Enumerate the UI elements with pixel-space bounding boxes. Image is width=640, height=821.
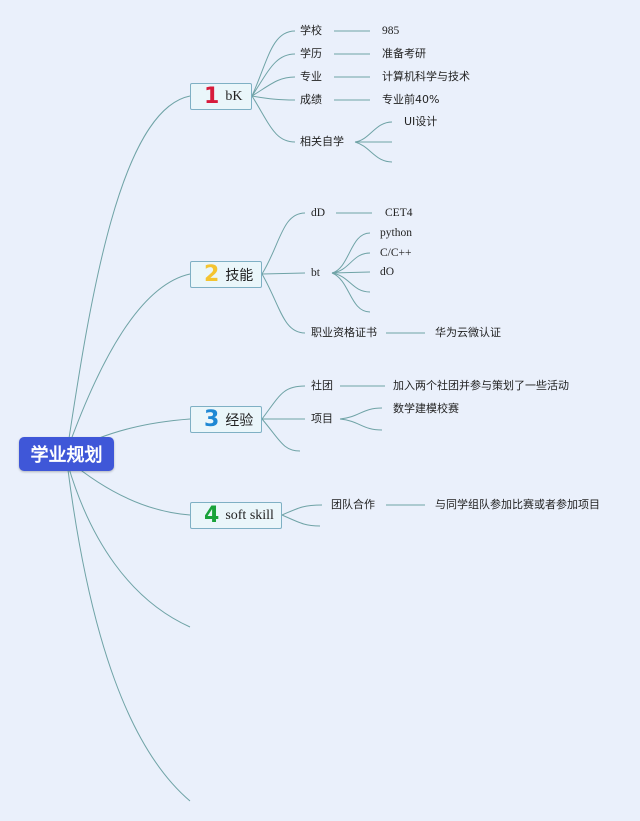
branch-1-item-grade-label[interactable]: 成绩 bbox=[300, 93, 322, 106]
link-b3-proj-1 bbox=[339, 407, 383, 420]
link-b1-selfstudy bbox=[251, 95, 296, 143]
link-b1-grade bbox=[251, 95, 296, 101]
link-b2-bt-2 bbox=[331, 252, 371, 274]
link-b3-proj-2 bbox=[339, 418, 383, 431]
branch-2-item-language-value[interactable]: CET4 bbox=[385, 207, 413, 219]
branch-node-3[interactable]: 3 经验 bbox=[190, 406, 262, 433]
link-root-empty-2 bbox=[67, 469, 191, 802]
branch-1-item-grade-value[interactable]: 专业前40% bbox=[382, 93, 440, 106]
link-b1-degree bbox=[251, 53, 296, 97]
link-b3-club bbox=[261, 385, 306, 420]
branch-2-item-bt-value-3[interactable]: dO bbox=[380, 266, 395, 278]
branch-1-item-selfstudy-label[interactable]: 相关自学 bbox=[300, 135, 344, 148]
branch-4-item-teamwork-label[interactable]: 团队合作 bbox=[331, 498, 375, 511]
branch-1-item-degree-label[interactable]: 学历 bbox=[300, 47, 322, 60]
branch-4-label: soft skill bbox=[225, 507, 274, 523]
branch-2-item-language-label[interactable]: dD bbox=[311, 207, 326, 219]
branch-3-item-project-value[interactable]: 数学建模校赛 bbox=[393, 402, 459, 415]
branch-3-item-club-label[interactable]: 社团 bbox=[311, 379, 333, 392]
link-b2-bt-5 bbox=[331, 272, 371, 313]
root-node[interactable]: 学业规划 bbox=[19, 437, 114, 471]
branch-3-label: 经验 bbox=[225, 412, 254, 429]
link-b4-teamwork bbox=[281, 504, 323, 516]
branch-3-item-club-value[interactable]: 加入两个社团并参与策划了一些活动 bbox=[393, 379, 569, 392]
branch-1-item-major-label[interactable]: 专业 bbox=[300, 70, 322, 83]
branch-1-item-school-value[interactable]: 985 bbox=[382, 25, 400, 37]
branch-2-item-bt-value-2[interactable]: C/C++ bbox=[380, 247, 412, 259]
branch-1-item-selfstudy-value[interactable]: UI设计 bbox=[404, 115, 438, 128]
link-root-empty-1 bbox=[67, 464, 191, 628]
link-b3-empty bbox=[261, 418, 301, 452]
branch-2-item-bt-label[interactable]: bt bbox=[311, 267, 320, 279]
link-b2-bt-4 bbox=[331, 272, 371, 293]
root-node-label: 学业规划 bbox=[30, 445, 103, 466]
link-root-branch-2 bbox=[67, 273, 191, 449]
branch-1-number: 1 bbox=[204, 83, 220, 109]
branch-4-item-teamwork-value[interactable]: 与同学组队参加比赛或者参加项目 bbox=[435, 498, 600, 511]
link-b2-cert bbox=[261, 273, 306, 334]
branch-1-item-degree-value[interactable]: 准备考研 bbox=[382, 47, 426, 60]
branch-node-1[interactable]: 1 bK bbox=[190, 83, 252, 110]
link-b2-bt-1 bbox=[331, 232, 371, 274]
link-root-branch-1 bbox=[67, 95, 191, 446]
branch-node-2[interactable]: 2 技能 bbox=[190, 261, 262, 288]
branch-2-number: 2 bbox=[204, 261, 220, 287]
branch-1-item-school-label[interactable]: 学校 bbox=[300, 24, 322, 37]
link-b2-language bbox=[261, 212, 306, 275]
branch-2-label: 技能 bbox=[225, 267, 254, 284]
branch-4-number: 4 bbox=[204, 502, 220, 528]
branch-3-number: 3 bbox=[204, 406, 220, 432]
link-b1-sub-1 bbox=[354, 121, 393, 143]
branch-3-item-project-label[interactable]: 项目 bbox=[311, 412, 333, 425]
link-b1-school bbox=[251, 30, 296, 97]
branch-2-item-cert-label[interactable]: 职业资格证书 bbox=[311, 326, 377, 339]
link-b1-major bbox=[251, 76, 296, 97]
link-b2-bt-3 bbox=[331, 271, 371, 274]
connector-lines bbox=[67, 30, 425, 802]
link-b1-sub-3 bbox=[354, 141, 393, 163]
branch-2-item-cert-value[interactable]: 华为云微认证 bbox=[435, 326, 501, 339]
branch-2-item-bt-value-1[interactable]: python bbox=[380, 227, 412, 239]
branch-node-4[interactable]: 4 soft skill bbox=[190, 502, 282, 529]
link-b2-bt bbox=[261, 272, 306, 275]
branch-1-item-major-value[interactable]: 计算机科学与技术 bbox=[382, 70, 470, 83]
branch-1-label: bK bbox=[225, 88, 243, 104]
link-b4-empty bbox=[281, 514, 321, 527]
